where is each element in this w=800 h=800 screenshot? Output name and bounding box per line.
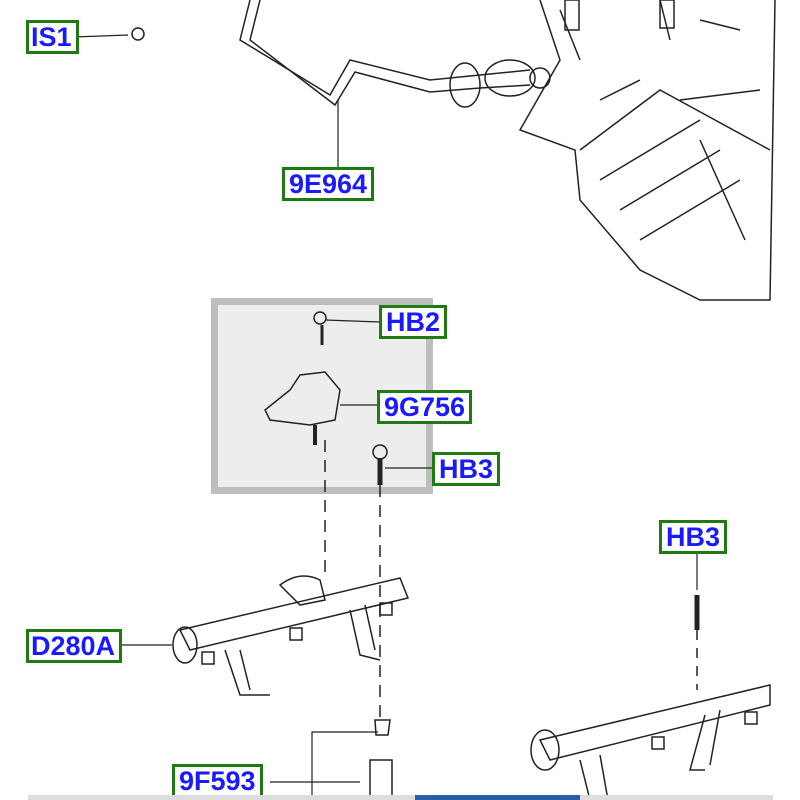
part-label-hb3-left[interactable]: HB3	[432, 452, 501, 486]
part-label-9f593[interactable]: 9F593	[172, 764, 263, 798]
part-label-d280a[interactable]: D280A	[26, 629, 123, 663]
part-label-hb2[interactable]: HB2	[379, 305, 448, 339]
fuel-rail-left-drawing	[172, 575, 410, 696]
sensor-bracket-drawing	[264, 311, 388, 485]
engine-block-drawing	[518, 0, 776, 301]
part-label-hb3-right[interactable]: HB3	[659, 520, 728, 554]
egr-tube-drawing	[239, 0, 551, 108]
part-label-9g756[interactable]: 9G756	[377, 390, 473, 424]
bottom-scrollbar[interactable]	[28, 795, 773, 800]
scrollbar-thumb[interactable]	[415, 795, 580, 800]
part-label-9e964[interactable]: 9E964	[282, 167, 375, 201]
part-label-s1[interactable]: IS1	[26, 20, 79, 54]
fuel-rail-right-drawing	[530, 595, 771, 800]
